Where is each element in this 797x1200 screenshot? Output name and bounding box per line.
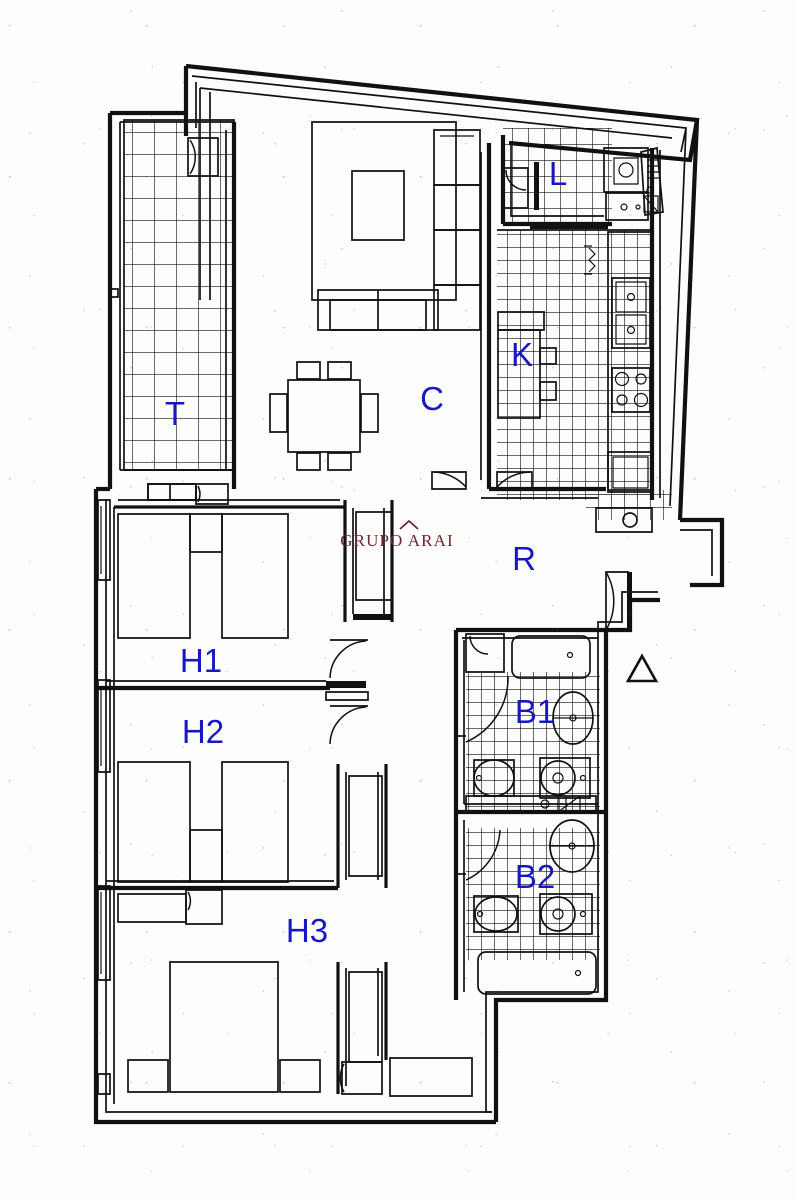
label-laundry: L <box>549 155 567 192</box>
room-bedroom-2 <box>96 679 388 891</box>
room-hall <box>329 486 672 745</box>
room-label-group: T C L K R H1 H2 H3 B1 B2 <box>165 155 567 949</box>
room-terrace <box>109 119 237 501</box>
room-bedroom-1 <box>96 483 369 701</box>
label-bathroom-2: B2 <box>515 858 555 895</box>
label-terrace: T <box>165 395 185 432</box>
label-bedroom-3: H3 <box>286 912 328 949</box>
label-bedroom-1: H1 <box>180 642 222 679</box>
watermark-text: GRUPO ARAI <box>340 531 454 550</box>
label-kitchen: K <box>511 336 533 373</box>
room-laundry <box>500 128 664 227</box>
north-triangle-marker <box>625 653 659 683</box>
room-bedroom-3 <box>97 885 473 1097</box>
label-living-room: C <box>420 380 444 417</box>
label-hall: R <box>512 540 536 577</box>
room-living-dining <box>269 121 492 490</box>
label-bedroom-2: H2 <box>182 713 224 750</box>
room-bathroom-1 <box>453 630 606 815</box>
watermark: GRUPO ARAI <box>340 519 454 550</box>
room-bathroom-2 <box>453 812 600 1000</box>
label-bathroom-1: B1 <box>515 693 555 730</box>
